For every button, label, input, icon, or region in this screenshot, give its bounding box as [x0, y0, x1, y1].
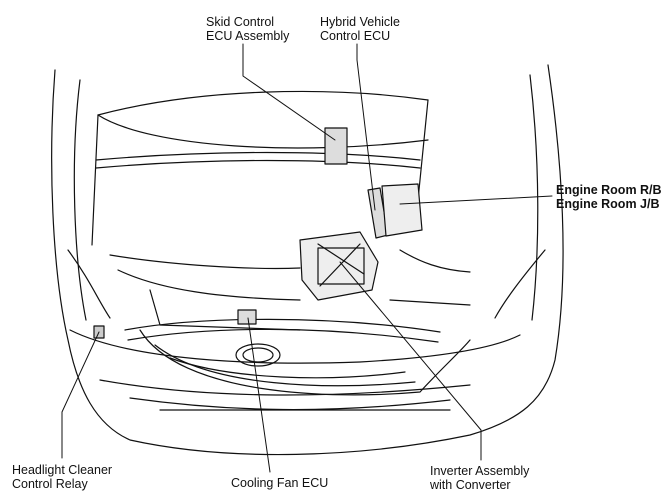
label-line: ECU Assembly	[206, 29, 290, 43]
label-line: with Converter	[430, 478, 511, 492]
emblem	[235, 343, 281, 367]
car-body-outline	[51, 64, 564, 456]
skid-control-ecu-label: Skid Control ECU Assembly	[206, 15, 289, 43]
inverter-assembly-label: Inverter Assembly with Converter	[430, 464, 529, 492]
front-bumper	[69, 329, 521, 411]
engine-room-rb-jb-label: Engine Room R/B Engine Room J/B	[556, 183, 662, 211]
open-hood	[91, 90, 429, 246]
label-line: Engine Room R/B	[556, 183, 662, 197]
engine-room-rb	[381, 183, 423, 237]
cooling-fan-ecu-label: Cooling Fan ECU	[231, 476, 328, 490]
headlight-cleaner-relay-label: Headlight Cleaner Control Relay	[12, 463, 112, 491]
inverter-assembly	[299, 231, 379, 301]
label-line: Skid Control	[206, 15, 275, 29]
label-line: Engine Room J/B	[556, 197, 660, 211]
cooling-fan-ecu-part	[237, 309, 257, 325]
label-line: Headlight Cleaner	[12, 463, 113, 477]
leader-lines	[61, 43, 553, 473]
label-line: Cooling Fan ECU	[231, 476, 329, 490]
skid-control-ecu	[324, 127, 348, 165]
label-line: Hybrid Vehicle	[320, 15, 400, 29]
label-line: Control Relay	[12, 477, 88, 491]
label-line: Inverter Assembly	[430, 464, 530, 478]
hybrid-vehicle-control-ecu-label: Hybrid Vehicle Control ECU	[320, 15, 400, 43]
engine-bay	[109, 249, 471, 343]
label-line: Control ECU	[320, 29, 391, 43]
